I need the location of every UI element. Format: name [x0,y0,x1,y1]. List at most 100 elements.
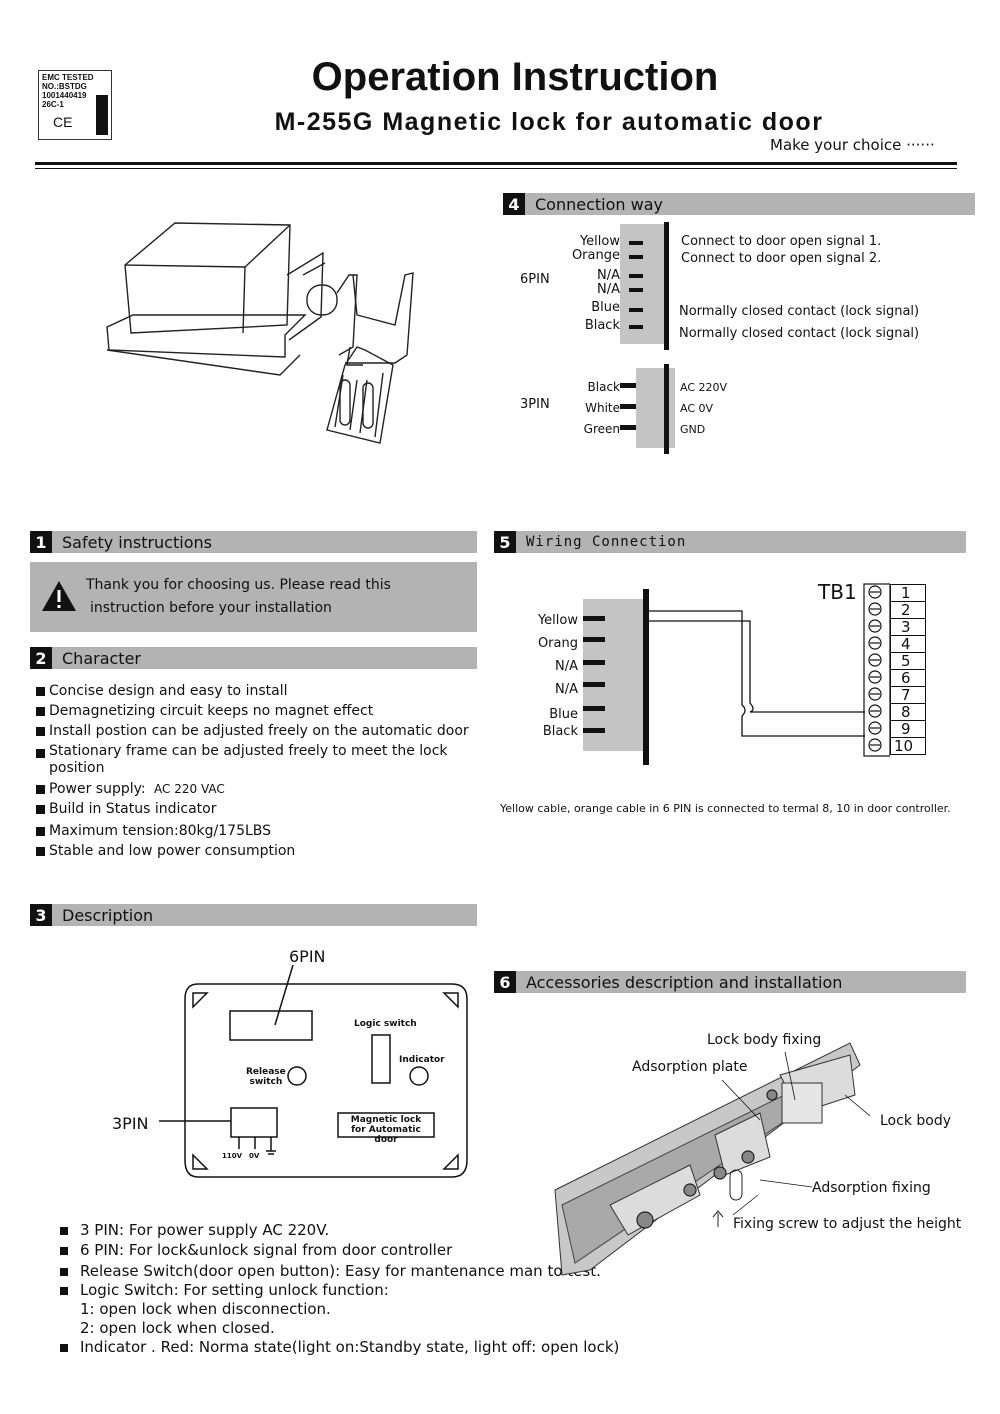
terminal-block: 1 2 3 4 5 6 7 8 9 10 [890,584,926,755]
emc-badge: EMC TESTED NO.:BSTDG 1001440419 26C-1 CE [38,70,112,140]
character-item: Stationary frame can be adjusted freely … [36,743,476,777]
character-item: Demagnetizing circuit keeps no magnet ef… [36,701,476,721]
page-subtitle: M-255G Magnetic lock for automatic door [274,108,824,136]
connector-3pin-diagram [620,364,675,454]
description-notes: 3 PIN: For power supply AC 220V. 6 PIN: … [60,1221,620,1357]
terminal-3: 3 [891,619,925,636]
emc-line4: 26C-1 [42,100,64,109]
wire3-black-label: Black [587,380,620,394]
character-item: Concise design and easy to install [36,681,476,701]
note-item: Indicator . Red: Norma state(light on:St… [60,1338,620,1357]
terminal-110v-label: 110V [222,1152,243,1160]
connector-6pin-label: 6PIN [520,272,550,287]
note-item: Release Switch(door open button): Easy f… [60,1262,620,1281]
desc-door-signal-2: Connect to door open signal 2. [681,251,882,266]
safety-warning-line1: Thank you for choosing us. Please read t… [86,577,391,593]
desc-door-signal-1: Connect to door open signal 1. [681,234,882,249]
wire-blue-label: Blue [591,300,620,315]
terminal-2: 2 [891,602,925,619]
wiring-na1-label: N/A [555,659,578,674]
indicator-label: Indicator [399,1055,445,1065]
emc-line2: NO.:BSTDG [42,82,87,91]
wire-na1-label: N/A [597,268,620,283]
character-item-text: Stationary frame can be adjusted freely … [49,743,448,776]
terminal-7: 7 [891,687,925,704]
wiring-yellow-label: Yellow [537,613,578,628]
terminal-5: 5 [891,653,925,670]
board-3pin-label: 3PIN [112,1114,149,1133]
emc-line3: 1001440419 [42,91,87,100]
maglock-board-label: Magnetic lock for Automatic door [338,1115,434,1145]
maglock-product-illustration [106,222,414,444]
logic-switch-label: Logic switch [354,1019,417,1029]
section-1-number: 1 [30,531,52,553]
emc-line1: EMC TESTED [42,73,94,82]
wiring-diagram [583,589,865,765]
character-list: Concise design and easy to install Demag… [36,681,476,861]
section-4-title: Connection way [535,194,663,214]
ce-mark: CE [53,114,73,130]
safety-warning-box: Thank you for choosing us. Please read t… [30,562,477,632]
wire3-green-label: Green [583,422,620,436]
wire-orange-label: Orange [571,248,620,263]
wiring-orang-label: Orang [537,636,578,651]
warning-triangle-icon [42,581,76,611]
release-switch-line1: Release [246,1067,286,1077]
tagline: Make your choice ······ [770,136,935,154]
safety-warning-line2: instruction before your installation [90,600,332,616]
section-2-number: 2 [30,647,52,669]
note-item: 6 PIN: For lock&unlock signal from door … [60,1241,620,1260]
section-6-header: 6 Accessories description and installati… [494,971,966,993]
note-item: 3 PIN: For power supply AC 220V. [60,1221,620,1240]
character-item: Install postion can be adjusted freely o… [36,721,476,741]
terminal-6: 6 [891,670,925,687]
desc-ac220: AC 220V [680,381,728,394]
character-item: Build in Status indicator [36,799,476,819]
section-6-title: Accessories description and installation [526,972,843,992]
section-5-header: 5 Wiring Connection [494,531,966,553]
control-board-diagram [159,965,468,1178]
section-4-header: 4 Connection way [503,193,975,215]
section-1-header: 1 Safety instructions [30,531,477,553]
terminal-10: 10 [891,738,925,755]
tb1-label: TB1 [818,580,857,604]
page-title: Operation Instruction [311,55,719,99]
wiring-blue-label: Blue [549,707,578,722]
character-item: Stable and low power consumption [36,841,476,861]
wiring-note: Yellow cable, orange cable in 6 PIN is c… [500,802,951,815]
power-supply-value: AC 220 VAC [154,782,225,796]
section-5-title: Wiring Connection [526,534,687,550]
terminal-block-screws [863,583,890,757]
section-3-number: 3 [30,904,52,926]
terminal-8: 8 [891,704,925,721]
connector-3pin-label: 3PIN [520,397,550,412]
connector-6pin-diagram [620,222,669,350]
callout-fixing-screw: Fixing screw to adjust the height [733,1216,962,1232]
section-2-title: Character [62,648,141,668]
section-3-title: Description [62,905,154,925]
board-6pin-label: 6PIN [289,947,326,966]
wire-yellow-label: Yellow [579,234,620,249]
wire3-white-label: White [585,401,620,415]
section-3-header: 3 Description [30,904,477,926]
terminal-9: 9 [891,721,925,738]
installation-illustration [554,1042,870,1276]
note-item: Logic Switch: For setting unlock functio… [60,1281,620,1300]
wire-black-label: Black [584,318,620,333]
callout-lock-body: Lock body [880,1113,951,1129]
wiring-black-label: Black [542,724,578,739]
emc-bar [96,95,108,135]
callout-adsorption-plate: Adsorption plate [632,1059,748,1075]
section-1-title: Safety instructions [62,532,212,552]
section-5-number: 5 [494,531,516,553]
note-subitem: 2: open lock when closed. [80,1319,275,1337]
wiring-na2-label: N/A [555,682,578,697]
terminal-4: 4 [891,636,925,653]
terminal-1: 1 [891,585,925,602]
section-6-number: 6 [494,971,516,993]
wire-na2-label: N/A [597,282,620,297]
character-item-text: Power supply: [49,781,146,797]
character-item: Power supply: AC 220 VAC [36,779,476,799]
desc-ac0: AC 0V [680,402,714,415]
callout-adsorption-fixing: Adsorption fixing [812,1180,931,1196]
